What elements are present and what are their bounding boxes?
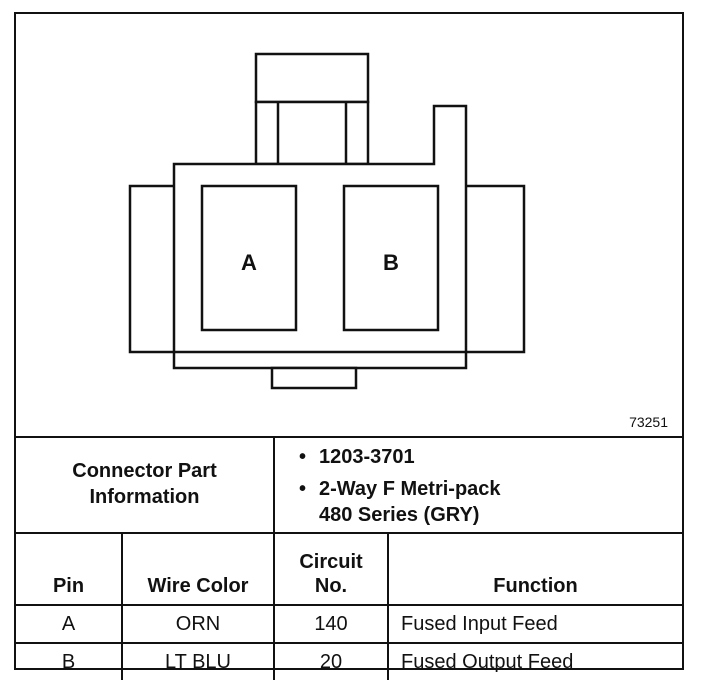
cell-circuit: 140	[273, 604, 389, 644]
connector-diagram-frame: A B 73251 Connector Part Information • 1…	[14, 12, 684, 680]
connector-info-label-line1: Connector Part	[72, 460, 217, 482]
bottom-key	[270, 366, 358, 390]
connector-info-label: Connector Part Information	[16, 436, 275, 534]
cell-function: Fused Input Feed	[387, 604, 682, 644]
pin-a-label: A	[241, 250, 257, 275]
cell-pin: B	[16, 642, 123, 680]
latch-top-part	[254, 52, 370, 104]
header-pin: Pin	[16, 532, 123, 606]
cell-wire-color: ORN	[121, 604, 275, 644]
bullet-icon: •	[299, 478, 307, 500]
pin-b-label: B	[383, 250, 399, 275]
latch-lower-part	[254, 100, 370, 166]
table-row: A ORN 140 Fused Input Feed	[16, 604, 682, 644]
header-wire-color: Wire Color	[121, 532, 275, 606]
connector-pinout-table: Connector Part Information • 1203-3701 •…	[16, 436, 682, 680]
table-header-row: Pin Wire Color Circuit No. Function	[16, 532, 682, 606]
connector-illustration: A B	[128, 52, 526, 390]
part-number: 1203-3701	[319, 446, 415, 468]
connector-drawing-area: A B 73251	[16, 14, 682, 438]
figure-number: 73251	[629, 414, 668, 430]
header-circuit-line1: Circuit	[299, 551, 363, 573]
connector-info-row: Connector Part Information • 1203-3701 •…	[16, 436, 682, 534]
description-line1: 2-Way F Metri-pack	[319, 478, 501, 500]
cell-function: Fused Output Feed	[387, 642, 682, 680]
pin-b-cavity	[342, 184, 440, 332]
cell-wire-color: LT BLU	[121, 642, 275, 680]
connector-info-label-line2: Information	[89, 486, 200, 508]
cell-circuit: 20	[273, 642, 389, 680]
cell-pin: A	[16, 604, 123, 644]
connector-info-details: • 1203-3701 • 2-Way F Metri-pack 480 Ser…	[273, 436, 682, 534]
description-item: • 2-Way F Metri-pack 480 Series (GRY)	[299, 476, 682, 528]
header-function: Function	[387, 532, 682, 606]
description-line2: 480 Series (GRY)	[319, 504, 480, 526]
bullet-icon: •	[299, 446, 307, 468]
right-flange	[462, 184, 526, 354]
part-number-item: • 1203-3701	[299, 444, 682, 470]
pin-a-cavity	[200, 184, 298, 332]
header-circuit-no: Circuit No.	[273, 532, 389, 606]
header-circuit-line2: No.	[314, 575, 348, 597]
table-row: B LT BLU 20 Fused Output Feed	[16, 642, 682, 680]
